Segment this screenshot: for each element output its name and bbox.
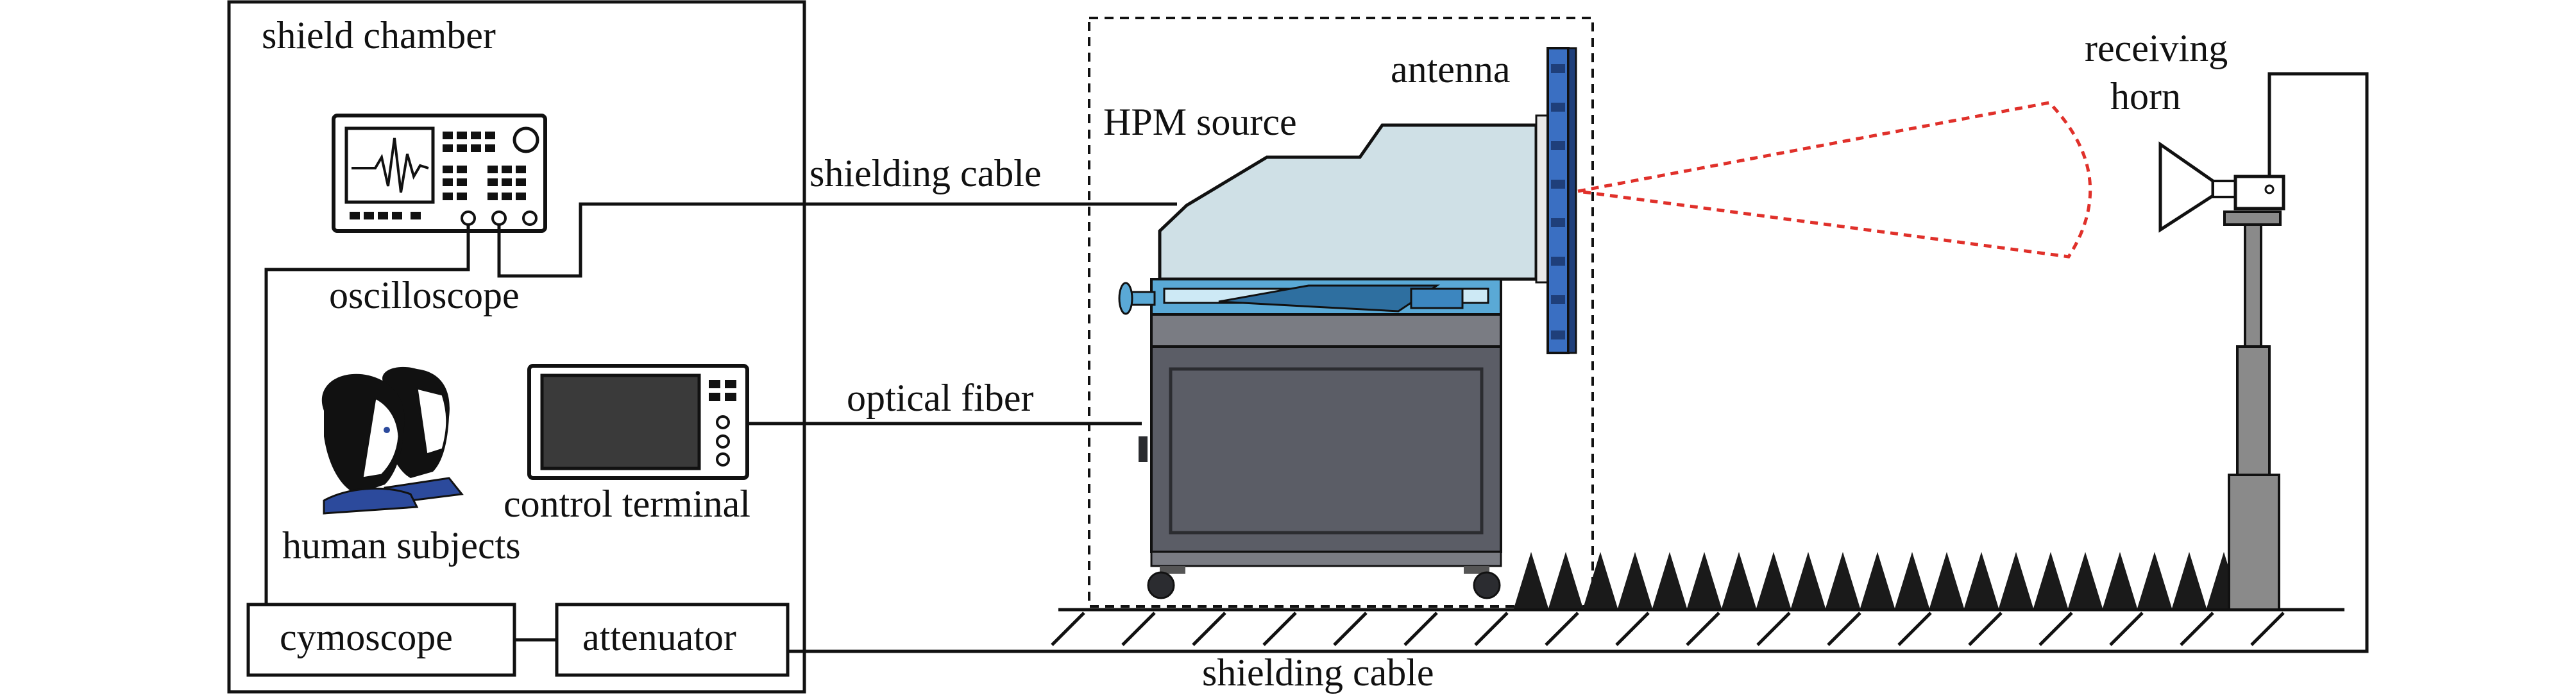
radiation-beam	[1577, 101, 2092, 259]
hpm-cabinet	[1139, 313, 1502, 599]
shield-chamber-label: shield chamber	[262, 14, 496, 56]
receiving-horn-icon	[2158, 141, 2285, 233]
shielding-cable-top-label: shielding cable	[809, 152, 1042, 194]
shield-chamber-box	[227, 0, 806, 694]
receiving-horn-mast	[2223, 210, 2282, 611]
cymoscope-label: cymoscope	[280, 616, 453, 658]
rf-absorber-cones	[1514, 552, 2241, 608]
control-terminal-label: control terminal	[504, 483, 750, 525]
cables	[788, 72, 2369, 653]
shielding-cable-bottom-label: shielding cable	[1202, 651, 1434, 694]
human-subjects-icon	[321, 366, 464, 515]
human-subjects-label: human subjects	[282, 524, 521, 567]
control-terminal-icon	[527, 364, 749, 480]
oscilloscope-icon	[332, 114, 547, 233]
receiving-horn-label-line1: receiving	[2085, 27, 2228, 69]
ground-hatching	[1051, 608, 2344, 646]
hpm-source-dashed-region	[1088, 17, 1594, 608]
cymoscope-box	[246, 603, 516, 677]
attenuator-label: attenuator	[582, 616, 736, 658]
hpm-source-body	[1158, 123, 1538, 281]
antenna-label: antenna	[1391, 48, 1511, 90]
optical-fiber-label: optical fiber	[847, 377, 1034, 419]
antenna-icon	[1535, 47, 1577, 354]
shielding-cable-bottom-line	[788, 72, 2369, 653]
hpm-rail	[1118, 278, 1502, 316]
attenuator-box	[555, 603, 790, 677]
receiving-horn-label-line2: horn	[2110, 75, 2181, 117]
chamber-wiring	[264, 202, 804, 642]
hpm-source-label: HPM source	[1103, 101, 1297, 143]
oscilloscope-label: oscilloscope	[329, 274, 520, 316]
